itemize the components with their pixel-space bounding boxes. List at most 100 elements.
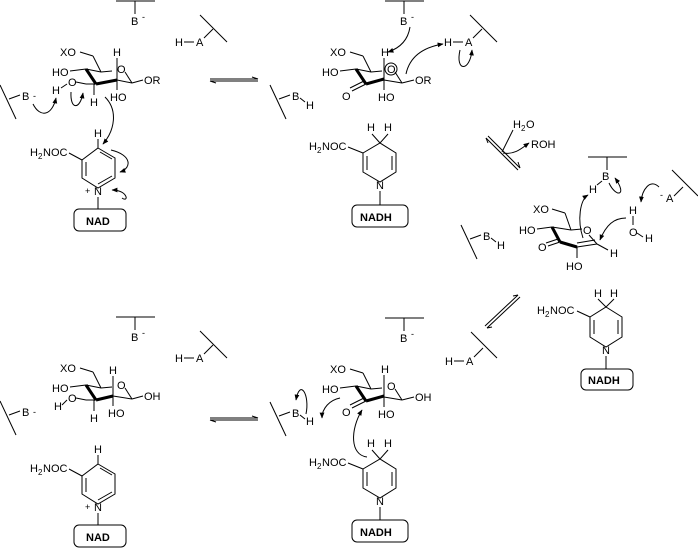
- equilibrium-arrow-1: [209, 76, 259, 84]
- svg-text:B: B: [131, 332, 138, 344]
- acid-ha-1: H A: [175, 14, 228, 49]
- base-top-4: B -: [385, 317, 424, 345]
- svg-text:H: H: [537, 305, 545, 317]
- svg-text:XO: XO: [60, 363, 76, 375]
- svg-text:-: -: [660, 190, 663, 200]
- svg-text:O: O: [117, 64, 126, 76]
- arrow-a-to-water: [639, 183, 660, 203]
- svg-text:A: A: [466, 356, 474, 368]
- svg-text:O: O: [342, 407, 351, 419]
- svg-text:H: H: [384, 438, 392, 450]
- svg-text:O: O: [526, 119, 535, 131]
- svg-text:XO: XO: [60, 47, 76, 59]
- svg-text:XO: XO: [330, 364, 346, 376]
- water-3: H O H: [599, 205, 653, 245]
- svg-text:NOC: NOC: [43, 147, 68, 159]
- svg-text:B: B: [131, 16, 138, 28]
- base-left-5: B -: [0, 400, 36, 436]
- nadh-dihydropyridine-2: H H H 2 NOC N: [309, 122, 397, 205]
- svg-text:H: H: [306, 416, 314, 428]
- svg-text:H: H: [90, 413, 98, 425]
- equilibrium-arrow-4: [209, 415, 259, 423]
- svg-text:HO: HO: [108, 408, 125, 420]
- svg-text:NOC: NOC: [322, 141, 347, 153]
- svg-text:H: H: [94, 444, 102, 456]
- svg-text:H: H: [445, 356, 453, 368]
- base-left-1: B -: [0, 84, 36, 120]
- arrow-to-nitrogen: [111, 187, 127, 200]
- svg-text:OH: OH: [415, 392, 432, 404]
- svg-text:O: O: [117, 380, 126, 392]
- arrow-hydride-transfer: [102, 96, 114, 145]
- svg-text:H: H: [306, 100, 314, 112]
- svg-text:H: H: [175, 353, 183, 365]
- svg-text:B: B: [22, 91, 29, 103]
- base-protonated-2: B H: [269, 84, 314, 120]
- enol-ring-3: XO HO O H O HO: [519, 204, 618, 273]
- glucose-ring-5: XO HO H O OH HO O H H: [52, 363, 161, 425]
- svg-text:+: +: [85, 502, 90, 512]
- arrow-ha-bond: [458, 49, 474, 67]
- svg-text:H: H: [367, 438, 375, 450]
- nadh-box-4: NADH: [351, 519, 409, 543]
- svg-text:H: H: [645, 233, 653, 245]
- svg-text:H: H: [90, 97, 98, 109]
- svg-text:-: -: [411, 329, 414, 339]
- acid-a-minus-3: - A: [639, 169, 698, 205]
- svg-text:HO: HO: [322, 384, 339, 396]
- svg-text:2: 2: [38, 468, 43, 477]
- svg-text:NADH: NADH: [360, 527, 392, 539]
- base-top-2: B -: [385, 0, 424, 28]
- base-top-5: B -: [116, 316, 155, 344]
- svg-text:2: 2: [38, 152, 43, 161]
- ketone-ring-2: XO HO H O OR HO O: [322, 47, 432, 104]
- svg-text:H: H: [381, 364, 389, 376]
- svg-text:O: O: [68, 77, 77, 89]
- svg-text:O: O: [342, 91, 351, 103]
- svg-text:HO: HO: [110, 92, 127, 104]
- svg-text:OR: OR: [415, 75, 432, 87]
- nad-box-5: NAD: [73, 524, 127, 548]
- svg-text:NADH: NADH: [588, 375, 620, 387]
- svg-text:H: H: [94, 128, 102, 140]
- nadh-box-3: NADH: [580, 368, 634, 391]
- svg-text:A: A: [465, 37, 473, 49]
- nadh-dihydropyridine-4: H H H 2 NOC N: [309, 438, 397, 520]
- nad-pyridinium: H H 2 NOC N +: [30, 128, 129, 209]
- svg-text:-: -: [142, 328, 145, 338]
- svg-text:B: B: [400, 333, 407, 345]
- svg-text:O: O: [538, 242, 547, 254]
- svg-text:HO: HO: [52, 67, 69, 79]
- panel-3-enol-intermediate: B H - A H O H XO HO O: [460, 156, 698, 273]
- panel-1-glucoside-nad: B - H A XO HO H O OR: [0, 0, 228, 232]
- svg-text:H: H: [113, 47, 121, 59]
- svg-text:O: O: [68, 393, 77, 405]
- svg-text:-: -: [33, 407, 36, 417]
- svg-text:H: H: [610, 288, 618, 300]
- svg-text:H: H: [384, 122, 392, 134]
- acid-ha-5: H A: [175, 330, 228, 365]
- arrow-base-bond: [608, 177, 622, 194]
- panel-2-ketone-nadh: B - H A XO HO H O: [269, 0, 498, 228]
- svg-text:B: B: [483, 231, 490, 243]
- svg-text:H: H: [109, 365, 117, 377]
- svg-text:XO: XO: [533, 204, 549, 216]
- svg-text:NAD: NAD: [86, 532, 110, 544]
- svg-text:NAD: NAD: [86, 216, 110, 228]
- svg-text:B: B: [292, 408, 299, 420]
- svg-text:HO: HO: [52, 383, 69, 395]
- arrow-oh-to-carbonyl: [70, 91, 85, 107]
- svg-text:H: H: [497, 240, 505, 252]
- svg-text:O: O: [387, 381, 396, 393]
- svg-text:NADH: NADH: [360, 212, 392, 224]
- svg-text:NOC: NOC: [550, 305, 575, 317]
- arrow-bh-bond: [294, 389, 308, 415]
- svg-text:H: H: [54, 401, 62, 413]
- svg-text:HO: HO: [322, 67, 339, 79]
- svg-text:H: H: [30, 147, 38, 159]
- svg-text:H: H: [610, 248, 618, 260]
- svg-text:B: B: [292, 91, 299, 103]
- svg-text:+: +: [85, 186, 90, 196]
- svg-text:H: H: [589, 184, 597, 196]
